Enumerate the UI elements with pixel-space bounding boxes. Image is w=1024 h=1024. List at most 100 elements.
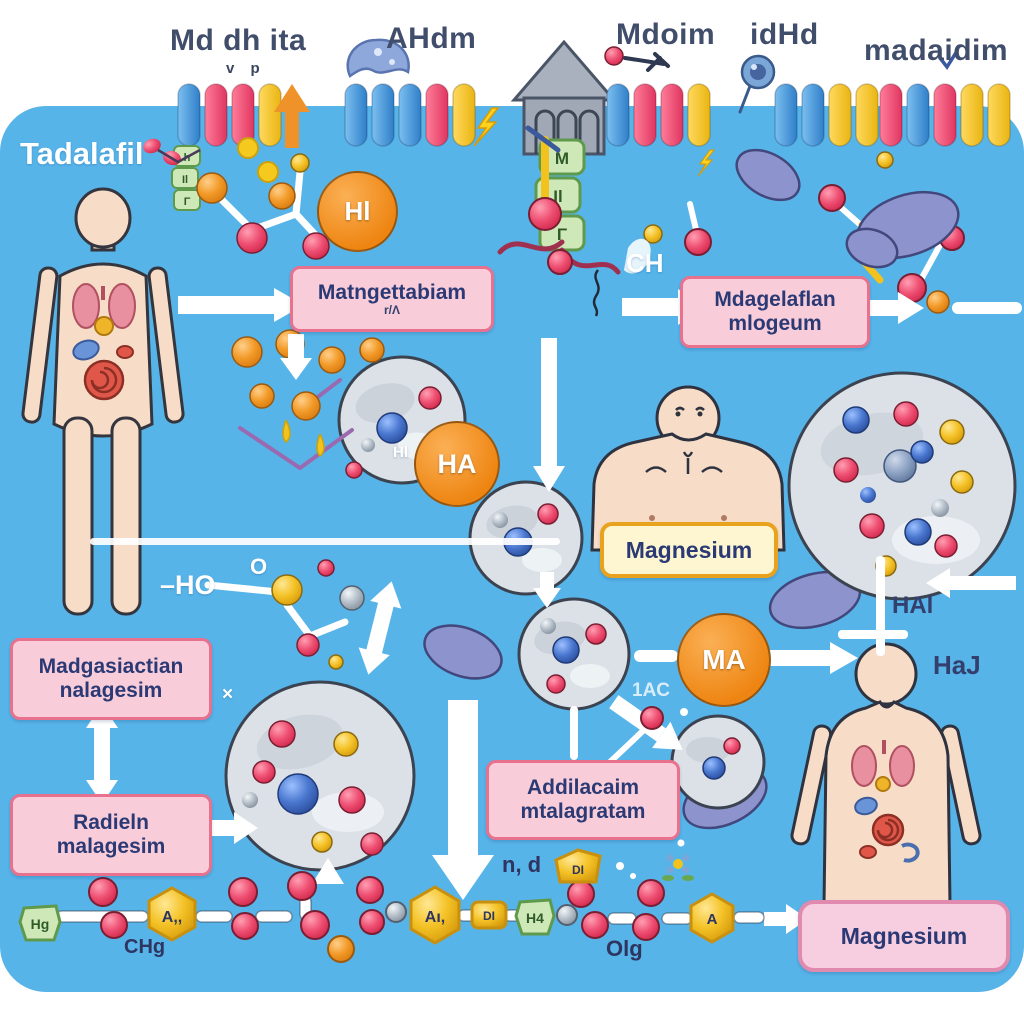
organs [72,283,136,401]
chain-hexagon-2: Aı, [409,885,461,945]
pentagon-label: DI [572,863,584,877]
chain-hexagon-3: A [689,892,735,944]
membrane-group-2 [344,38,476,147]
house-receptor-icon [510,39,618,156]
hexagon-label: A,, [162,909,182,926]
ho-molecule [90,538,560,670]
arrow-double-diagonal [358,581,402,675]
header-label-3: Mdoim [616,18,716,51]
chain-hexagon-1: A,, [147,886,197,942]
flag-line-vertical [876,556,885,656]
check-mark-icon [938,49,959,71]
flow-box-met5: Addilacaim mtalagratam [486,760,680,840]
chain-di-box: DI [470,900,508,930]
bottom-molecular-chain: Hg A,, Aı, DI [18,839,765,963]
molecule-cluster-center [497,125,712,317]
box-line: mtalagratam [520,800,646,823]
arrow-left-topright [926,568,1016,598]
box-subline: r/Λ [383,303,400,318]
annotation-ho: –HO [160,570,216,600]
big-cell-left [224,680,416,872]
line-cellc-to-met5 [570,706,578,760]
box-line: Radieln [73,811,149,835]
arrow-center-down [533,338,565,492]
header-mark: v p [226,60,266,77]
badge-letter: Il [553,187,562,206]
node-circle-ma: MA [677,613,771,707]
node-circle-ha: HA [414,421,500,507]
flow-box-met2: Mdagelaflan mlogeum [680,276,870,348]
box-line: malagesim [56,835,166,858]
lightning-icon [473,107,500,147]
annotation-olg: Olg [606,936,643,961]
membrane-group-4 [738,54,879,147]
arrow-into-bottom-magnesium [764,904,808,934]
molecule-cluster-left [143,137,330,260]
eye-icon [738,54,776,114]
node-circle-hl: Hl [317,171,398,252]
arrow-met1-down [280,334,312,380]
blue-blob-icon [346,38,410,78]
membrane-group-1 [177,83,310,148]
annotation-ch: CH [626,248,664,278]
box-line: Mdagelaflan [714,288,836,312]
box-line: Matngettabiam [317,280,467,304]
membrane-strip [177,38,1011,177]
badge-letter: Il [182,174,188,186]
annotation-x: × [222,684,234,705]
arrow-human-to-met1 [178,288,304,322]
arrow-ma-right [766,642,858,674]
arrow-met2-right [864,292,924,324]
annotation-hal: HAl [892,592,934,619]
chain-shield-2: H4 [514,898,556,936]
lightning-icon-2 [697,149,716,177]
box-line: mlogeum [728,312,822,335]
membrane-group-5 [879,49,1011,147]
up-arrow-orange-icon [274,84,310,148]
flow-box-met3: Madgasiactian nalagesim [10,638,212,720]
di-box-label: DI [483,909,495,923]
annotation-haj: HaJ [933,650,981,680]
organs [851,740,920,863]
flow-box-met1: Matngettabiam r/Λ [290,266,494,332]
arrow-cellb-to-cellc [533,572,561,608]
box-line: Madgasiactian [38,655,184,679]
shield-label: Hg [31,916,50,932]
big-cell-right [787,371,1017,601]
mid-human-figure [590,385,786,552]
membrane-group-3 [604,46,711,147]
arrow-small-up [312,858,344,884]
badge-letter: M [555,149,569,168]
shield-label: H4 [526,910,544,926]
annotation-nd: n, d [502,852,542,877]
left-human-figure [21,187,185,616]
arrow-big-down [432,700,494,900]
header-label-4: idHd [750,18,819,51]
flower-icon [662,854,694,881]
header-label-5: madaidim [864,34,1009,67]
badge-letter: Γ [557,225,567,244]
box-line: nalagesim [59,679,163,702]
right-human-figure [790,642,982,907]
cell-d [670,714,766,810]
flow-box-magnesium-bottom: Magnesium [798,900,1010,972]
arrows [86,288,1016,934]
box-line: Addilacaim [526,776,640,800]
annotation-ac: 1AC [632,680,671,701]
badge-letter: Γ [184,196,191,208]
header-label-2: AHdm [386,22,477,55]
hexagon-label: A [707,911,718,928]
header-label-1: Md dh ita [170,24,307,57]
arrow-met4-right [206,812,258,844]
stick-sphere-detail [607,706,688,765]
hexagon-label: Aı, [425,909,445,926]
chain-shield-1: Hg [18,904,62,942]
ma-left-link [634,650,678,662]
box-line: Magnesium [625,536,753,563]
cell-c [517,597,631,711]
annotation-hl-small: Hl [393,444,408,461]
flag-line-horizontal [838,630,908,639]
box-line: Magnesium [840,922,968,949]
red-ligand-icon [604,46,670,72]
